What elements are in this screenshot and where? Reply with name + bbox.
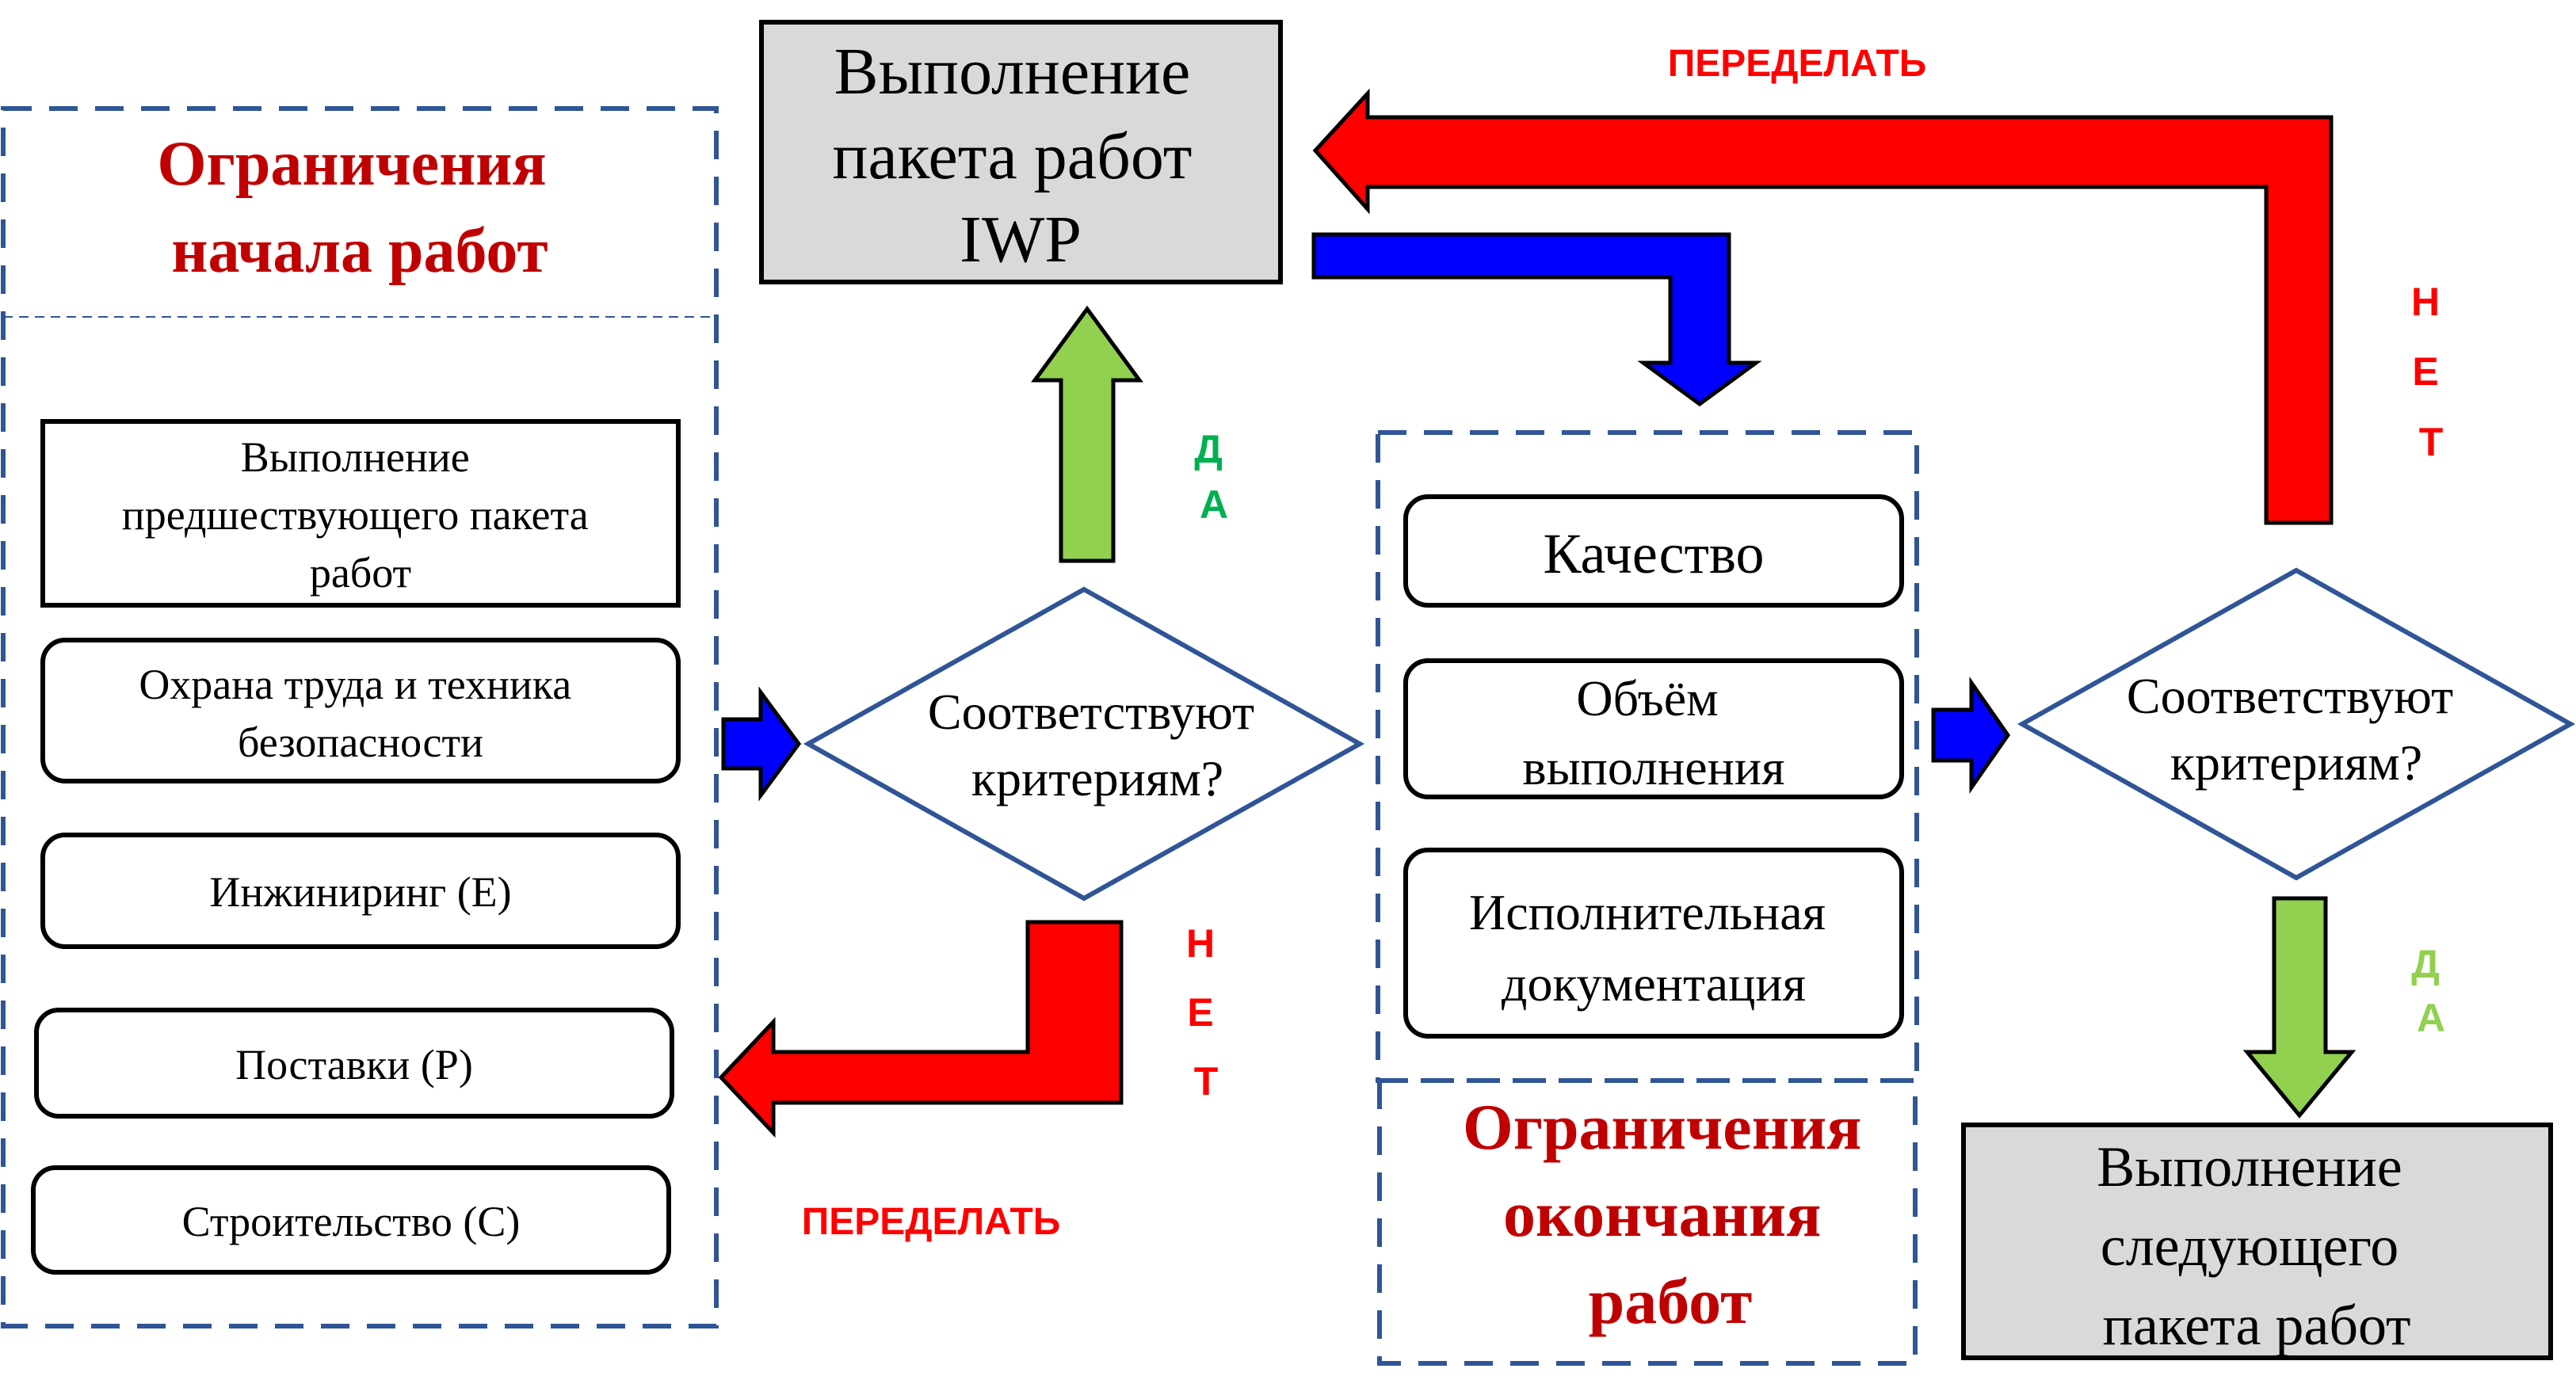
constraint-construction xyxy=(31,1165,671,1275)
finish-quality-label: Качество xyxy=(1543,522,1764,585)
label-yes-left: Д А xyxy=(1194,427,1234,527)
arrow-blue-iwp-to-finish xyxy=(1311,232,1762,407)
next-package-label: Выполнение следующего пакета работ xyxy=(2097,1135,2416,1357)
start-constraints-panel: Ограничения начала работ Выполнение пред… xyxy=(1,106,719,1328)
finish-documentation xyxy=(1403,848,1904,1039)
constraint-safety xyxy=(40,638,681,783)
constraint-previous-package xyxy=(40,419,681,608)
label-no-right: Н Е Т xyxy=(2411,280,2451,464)
constraint-procurement xyxy=(34,1008,674,1119)
constraint-previous-package-label: Выполнение предшествующего пакета работ xyxy=(122,433,599,597)
arrow-blue-to-decision-right xyxy=(1931,677,2011,794)
decision-left: Соответствуют критериям? xyxy=(803,586,1365,902)
finish-constraints-title: Ограничения окончания работ xyxy=(1463,1091,1878,1337)
finish-documentation-label: Исполнительная документация xyxy=(1469,884,1838,1012)
label-yes-right: Д А xyxy=(2411,942,2451,1040)
finish-constraints-panel: Качество Объём выполнения Исполнительная… xyxy=(1376,430,1919,1366)
arrow-blue-to-decision-left xyxy=(721,686,802,802)
finish-items-border xyxy=(1376,430,1919,1083)
arrow-green-yes-down xyxy=(2242,896,2357,1119)
constraint-construction-label: Строительство (С) xyxy=(182,1198,521,1245)
iwp-box: Выполнение пакета работ IWP xyxy=(759,20,1283,284)
finish-volume-label: Объём выполнения xyxy=(1522,670,1784,795)
start-constraints-title: Ограничения начала работ xyxy=(157,129,562,286)
label-no-left: Н Е Т xyxy=(1186,921,1226,1104)
constraint-engineering xyxy=(40,833,681,949)
arrow-red-redo-top xyxy=(1312,88,2334,525)
decision-left-label: Соответствуют критериям? xyxy=(928,684,1267,806)
decision-right: Соответствуют критериям? xyxy=(2017,567,2576,881)
iwp-box-label: Выполнение пакета работ IWP xyxy=(833,35,1209,276)
finish-volume xyxy=(1403,658,1904,799)
label-redo-bottom: ПЕРЕДЕЛАТЬ xyxy=(802,1201,1061,1243)
constraint-safety-label: Охрана труда и техника безопасности xyxy=(139,661,582,766)
arrow-green-yes-up xyxy=(1031,305,1143,563)
constraint-engineering-label: Инжиниринг (Е) xyxy=(209,868,511,916)
finish-quality xyxy=(1403,494,1904,608)
constraint-procurement-label: Поставки (Р) xyxy=(235,1041,473,1088)
arrow-red-redo-left xyxy=(718,920,1124,1138)
label-redo-top: ПЕРЕДЕЛАТЬ xyxy=(1668,43,1927,85)
finish-title-border xyxy=(1377,1078,1918,1366)
decision-right-label: Соответствуют критериям? xyxy=(2127,668,2466,791)
next-package-box: Выполнение следующего пакета работ xyxy=(1961,1123,2553,1360)
